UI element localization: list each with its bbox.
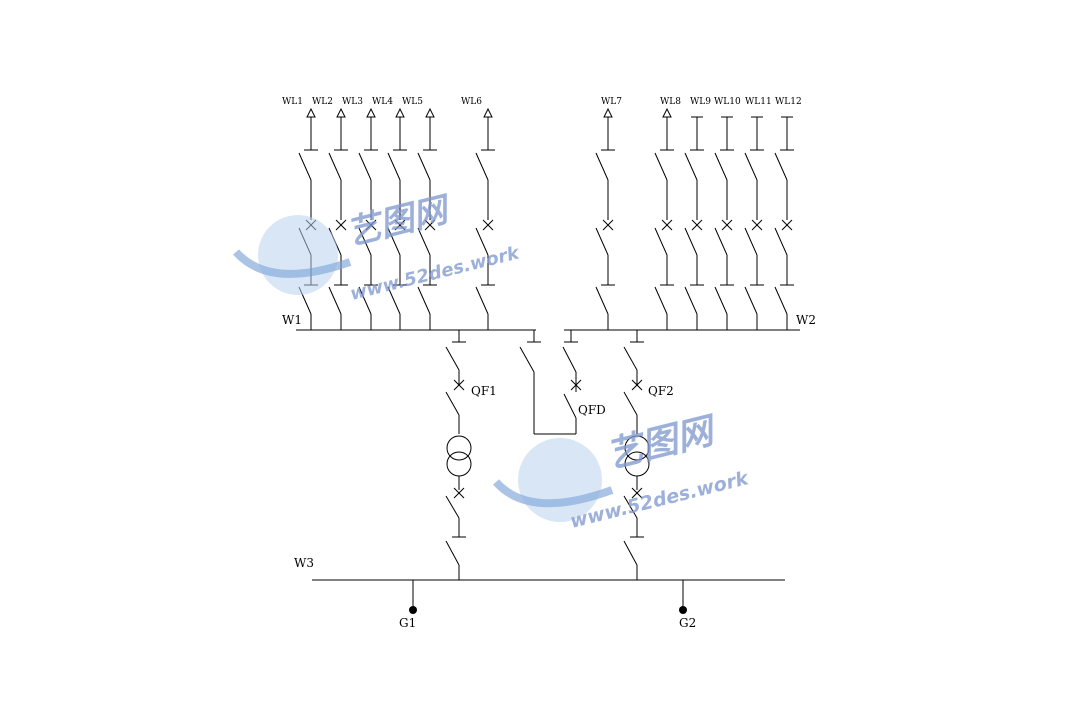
- feeder-3-breaker-blade: [358, 227, 372, 256]
- feeder-9-lower-isolator-blade: [684, 286, 698, 315]
- feeder-3-arrow: [366, 107, 376, 118]
- feeder-8-arrow: [662, 107, 672, 118]
- feeder-5-upper-isolator-blade: [417, 152, 431, 181]
- breaker-label-qf2: QF2: [648, 384, 674, 398]
- feeder-3-upper-isolator-blade: [358, 152, 372, 181]
- feeder-label-wl7: WL7: [601, 97, 622, 107]
- feeder-label-wl12: WL12: [775, 97, 802, 107]
- feeder-4-breaker-x2: [394, 219, 406, 231]
- feeder-3-lower-isolator-blade: [358, 286, 372, 315]
- breaker-label-qfd: QFD: [578, 403, 606, 417]
- generator-1-dot: [409, 606, 417, 614]
- feeder-5-arrow: [425, 107, 435, 118]
- feeder-label-wl5: WL5: [402, 97, 423, 107]
- feeder-2-upper-isolator-blade: [328, 152, 342, 181]
- feeder-5-lower-isolator-blade: [417, 286, 431, 315]
- feeder-7-upper-isolator-blade: [595, 152, 609, 181]
- watermark-brand-1: 艺图网: [343, 189, 456, 254]
- feeder-7-arrow: [603, 107, 613, 118]
- feeder-9-breaker-x2: [691, 219, 703, 231]
- watermark-logo-1: 艺图网 www.52des.work: [233, 189, 522, 305]
- transformer-1-primary: [446, 435, 472, 461]
- feeder-11-upper-isolator-blade: [744, 152, 758, 181]
- feeder-8-breaker-x2: [661, 219, 673, 231]
- feeder-12-upper-isolator-blade: [774, 152, 788, 181]
- generator-label-g1: G1: [399, 616, 416, 630]
- feeder-6-lower-isolator-blade: [475, 286, 489, 315]
- feeder-12-lower-isolator-blade: [774, 286, 788, 315]
- feeder-label-wl9: WL9: [690, 97, 711, 107]
- transformer-1-secondary: [446, 451, 472, 477]
- feeder-10-breaker-x2: [721, 219, 733, 231]
- watermark-site-1: www.52des.work: [348, 242, 522, 305]
- feeder-6-breaker-blade: [475, 227, 489, 256]
- feeder-label-wl1: WL1: [282, 97, 303, 107]
- bus-w3-label: W3: [294, 556, 314, 570]
- feeder-5-breaker-x2: [424, 219, 436, 231]
- feeder-12-breaker-x2: [781, 219, 793, 231]
- feeder-1-upper-isolator-blade: [298, 152, 312, 181]
- feeder-6-arrow: [483, 107, 493, 118]
- feeder-label-wl8: WL8: [660, 97, 681, 107]
- watermark-brand-2: 艺图网: [602, 410, 722, 477]
- feeder-4-arrow: [395, 107, 405, 118]
- feeder-label-wl10: WL10: [714, 97, 741, 107]
- feeder-7-breaker-blade: [595, 227, 609, 256]
- feeder-12-breaker-blade: [774, 227, 788, 256]
- feeder-label-wl3: WL3: [342, 97, 363, 107]
- feeder-8-upper-isolator-blade: [654, 152, 668, 181]
- feeder-7-breaker-x2: [602, 219, 614, 231]
- feeder-4-lower-isolator-blade: [387, 286, 401, 315]
- transformer-2-primary: [624, 435, 650, 461]
- incoming-bay-1: [445, 330, 472, 580]
- feeder-4-upper-isolator-blade: [387, 152, 401, 181]
- feeder-6-breaker-x2: [482, 219, 494, 231]
- feeder-label-wl4: WL4: [372, 97, 393, 107]
- feeder-2-arrow: [336, 107, 346, 118]
- feeder-1-arrow: [306, 107, 316, 118]
- feeder-label-wl6: WL6: [461, 97, 482, 107]
- feeder-7-lower-isolator-blade: [595, 286, 609, 315]
- bus-tie-qfd: [519, 330, 582, 435]
- feeder-9-breaker-blade: [684, 227, 698, 256]
- bus-w2-label: W2: [796, 313, 816, 327]
- feeder-11-breaker-blade: [744, 227, 758, 256]
- feeder-11-breaker-x2: [751, 219, 763, 231]
- feeder-10-lower-isolator-blade: [714, 286, 728, 315]
- feeder-9-upper-isolator-blade: [684, 152, 698, 181]
- feeder-10-upper-isolator-blade: [714, 152, 728, 181]
- bus-w1-label: W1: [282, 313, 302, 327]
- feeder-8-lower-isolator-blade: [654, 286, 668, 315]
- feeder-label-wl2: WL2: [312, 97, 333, 107]
- incoming-bay-2: [623, 330, 650, 580]
- feeder-10-breaker-blade: [714, 227, 728, 256]
- feeder-4-breaker-blade: [387, 227, 401, 256]
- feeder-2-lower-isolator-blade: [328, 286, 342, 315]
- breaker-label-qf1: QF1: [471, 384, 497, 398]
- feeder-6-upper-isolator-blade: [475, 152, 489, 181]
- generator-label-g2: G2: [679, 616, 696, 630]
- feeder-label-wl11: WL11: [745, 97, 772, 107]
- feeder-5-breaker-blade: [417, 227, 431, 256]
- feeder-11-lower-isolator-blade: [744, 286, 758, 315]
- feeder-8-breaker-blade: [654, 227, 668, 256]
- feeder-2-breaker-x2: [335, 219, 347, 231]
- feeder-3-breaker-x2: [365, 219, 377, 231]
- generator-2-dot: [679, 606, 687, 614]
